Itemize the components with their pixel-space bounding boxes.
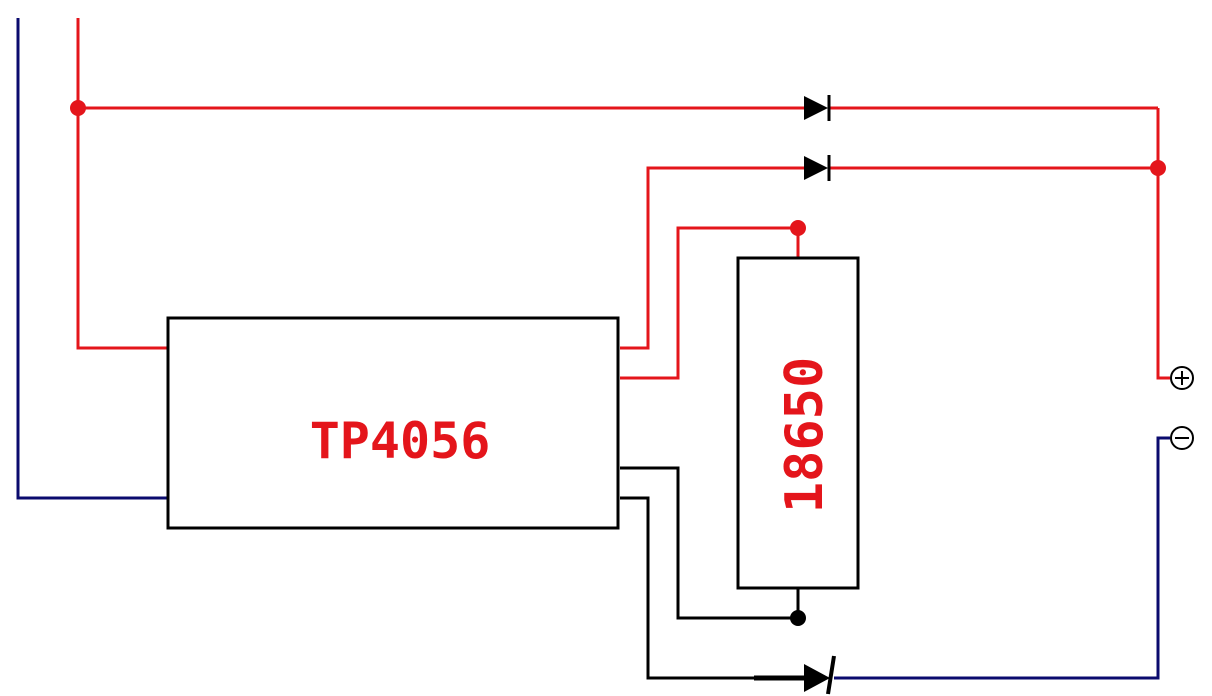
input-positive-wire [76,18,168,350]
battery-box [736,256,860,590]
battery-negative-wire [620,466,800,620]
output-positive-terminal-icon[interactable] [1170,366,1194,390]
ground-diode [804,655,836,695]
output-junction-dot [1150,160,1166,176]
bypass-diode [804,95,831,121]
charger-module-label: TP4056 [310,412,491,470]
battery-positive-wire [620,226,800,380]
input-junction-dot [70,100,86,116]
charger-output-diode [804,155,831,181]
battery-positive-dot [790,220,806,236]
charger-output-wire [620,166,804,350]
output-negative-terminal-icon[interactable] [1170,426,1194,450]
output-positive-rail [1156,108,1170,380]
output-negative-rail [834,436,1170,680]
battery-negative-dot [790,610,806,626]
charger-module-box [166,316,620,530]
battery-label: 18650 [775,357,835,514]
input-negative-wire [16,18,168,500]
ground-wire [620,496,806,680]
